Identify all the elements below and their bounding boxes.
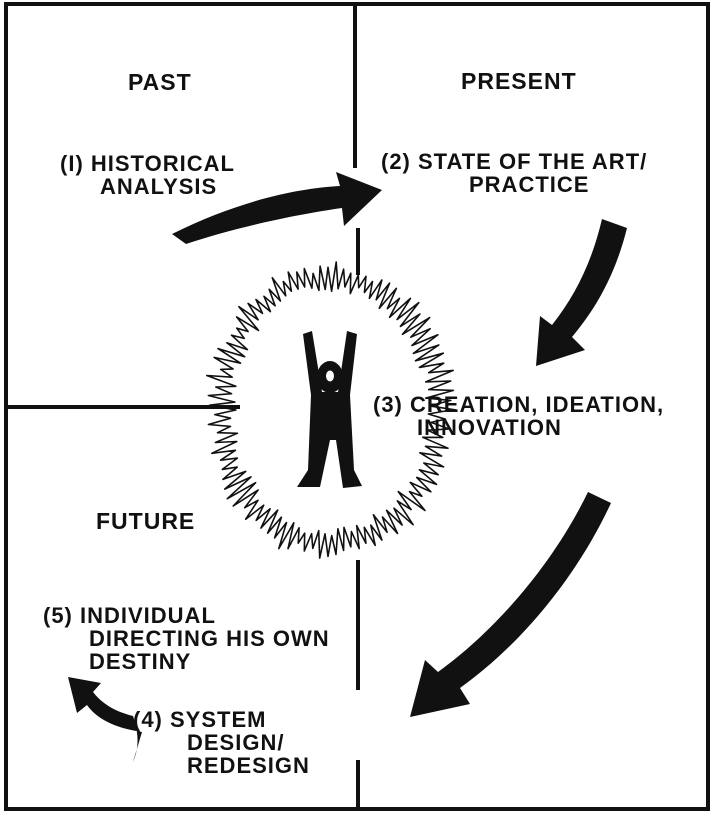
arrow-design-to-destiny xyxy=(68,677,142,762)
person-arms-raised-icon xyxy=(297,331,362,488)
arrow-creation-to-design xyxy=(410,492,611,717)
arrow-history-to-present xyxy=(172,172,382,244)
step-4-line-3: REDESIGN xyxy=(187,753,310,779)
arrow-present-to-creation xyxy=(536,219,627,366)
step-2-state-of-the-art: (2) STATE OF THE ART/ PRACTICE xyxy=(381,150,647,196)
step-1-line-1: (I) HISTORICAL xyxy=(60,151,235,176)
step-3-line-1: (3) CREATION, IDEATION, xyxy=(373,392,665,417)
step-4-line-1: (4) SYSTEM xyxy=(133,707,267,732)
step-2-line-2: PRACTICE xyxy=(469,172,590,198)
step-2-line-1: (2) STATE OF THE ART/ xyxy=(381,149,648,174)
step-4-line-2: DESIGN/ xyxy=(187,730,285,756)
step-5-line-3: DESTINY xyxy=(89,649,192,675)
step-4-system-design: (4) SYSTEM DESIGN/ REDESIGN xyxy=(133,708,310,777)
step-1-line-2: ANALYSIS xyxy=(100,174,218,200)
step-1-historical-analysis: (I) HISTORICAL ANALYSIS xyxy=(60,152,235,198)
step-3-line-2: INNOVATION xyxy=(417,415,562,441)
step-5-individual-destiny: (5) INDIVIDUAL DIRECTING HIS OWN DESTINY xyxy=(43,604,330,673)
heading-past: PAST xyxy=(128,69,192,95)
step-5-line-1: (5) INDIVIDUAL xyxy=(43,603,216,628)
step-5-line-2: DIRECTING HIS OWN xyxy=(89,626,330,652)
heading-future: FUTURE xyxy=(96,508,196,534)
step-3-creation-ideation: (3) CREATION, IDEATION, INNOVATION xyxy=(373,393,664,439)
heading-present: PRESENT xyxy=(461,68,577,94)
radiating-burst-icon xyxy=(206,261,458,559)
